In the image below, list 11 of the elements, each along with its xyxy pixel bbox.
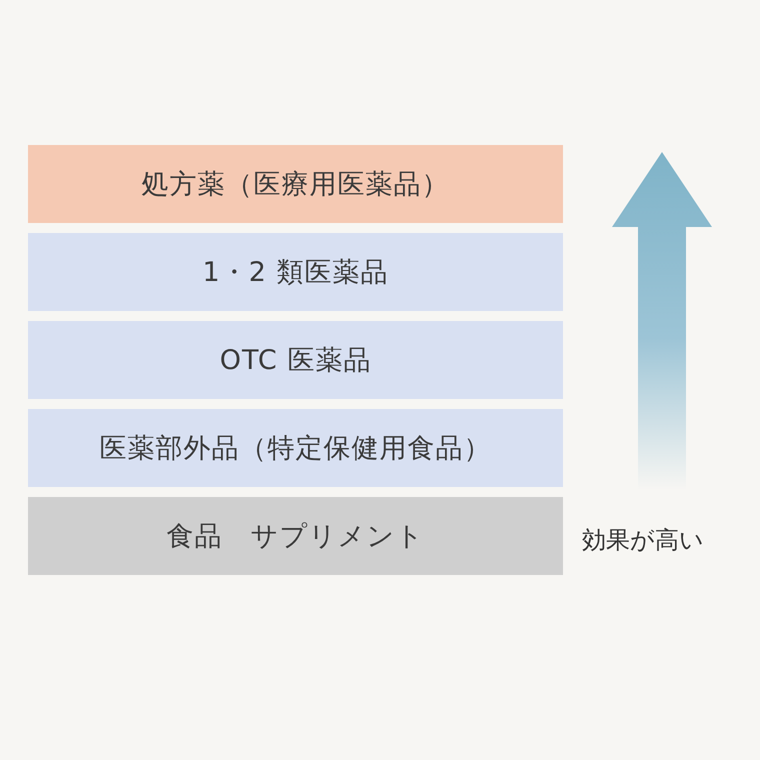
tier-label: 食品 サプリメント — [166, 520, 424, 554]
tier-label: 処方薬（医療用医薬品） — [142, 168, 450, 202]
tier-label: 医薬部外品（特定保健用食品） — [100, 432, 492, 466]
tier-bar — [28, 409, 563, 487]
tier-bar — [28, 233, 563, 311]
tier-bar — [28, 321, 563, 399]
tier-label: 1・2 類医薬品 — [202, 256, 388, 290]
tier-label: OTC 医薬品 — [220, 344, 372, 378]
axis-caption: 効果が高い — [582, 525, 704, 556]
tier-bar — [28, 497, 563, 575]
tier-bar — [28, 145, 563, 223]
